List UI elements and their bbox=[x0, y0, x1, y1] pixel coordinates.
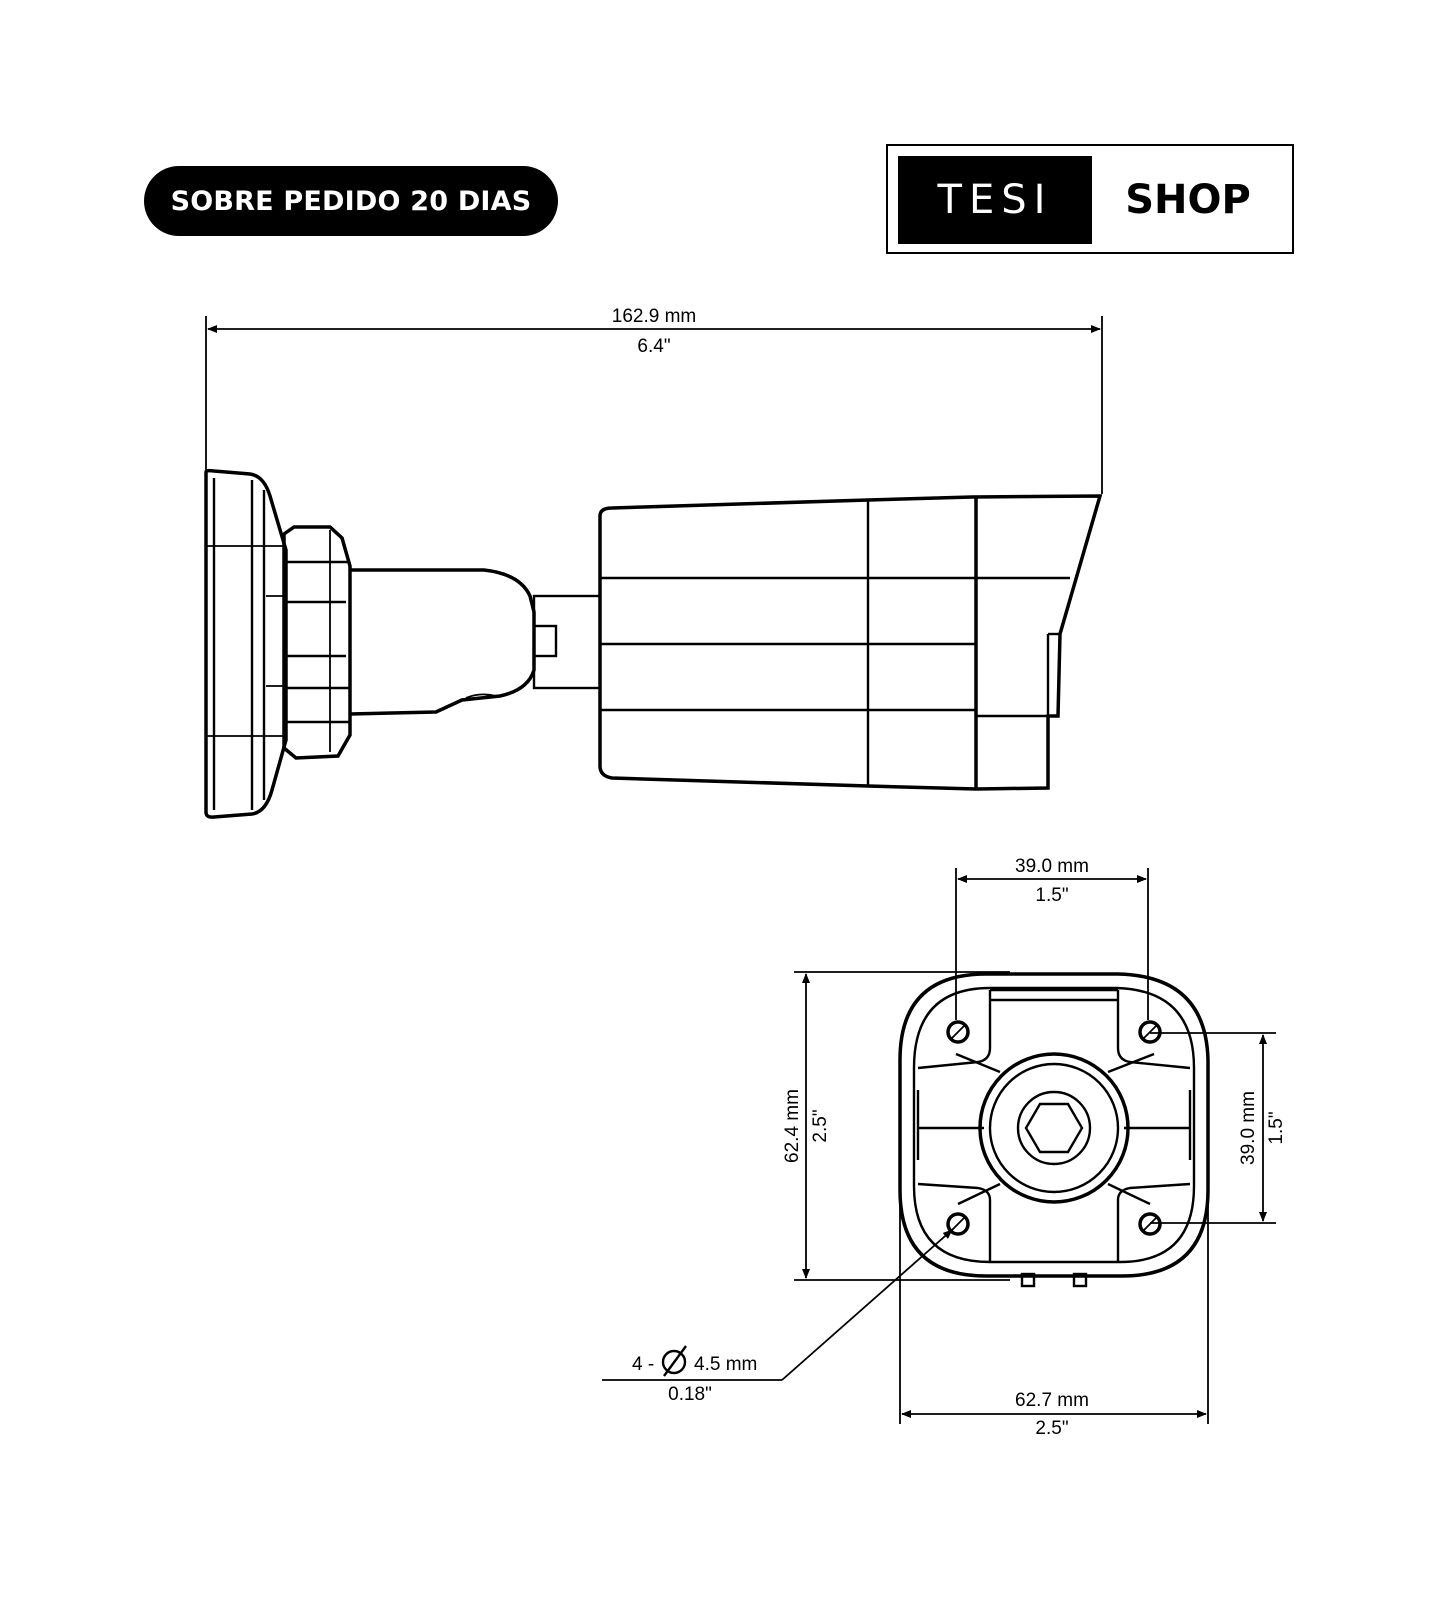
logo-right-block: SHOP bbox=[1092, 156, 1284, 244]
order-lead-time-badge: SOBRE PEDIDO 20 DIAS bbox=[144, 166, 558, 236]
length-mm-label: 162.9 mm bbox=[612, 306, 696, 327]
camera-housing bbox=[598, 494, 1103, 791]
side-spacing-mm-label: 39.0 mm bbox=[1238, 1091, 1259, 1165]
width-mm-label: 62.7 mm bbox=[1015, 1390, 1089, 1411]
length-in-label: 6.4" bbox=[637, 336, 670, 357]
mount-arm bbox=[349, 568, 536, 716]
height-dimension: 62.4 mm 2.5" bbox=[782, 971, 1010, 1281]
top-spacing-in-label: 1.5" bbox=[1035, 885, 1068, 906]
height-mm-label: 62.4 mm bbox=[782, 1089, 803, 1163]
top-spacing-mm-label: 39.0 mm bbox=[1015, 856, 1089, 877]
height-in-label: 2.5" bbox=[810, 1109, 831, 1142]
hole-diameter-in-label: 0.18" bbox=[668, 1384, 712, 1405]
front-view: 39.0 mm 1.5" 62.4 mm 2.5" 39.0 mm 1.5" 6… bbox=[602, 856, 1287, 1439]
diameter-icon bbox=[661, 1345, 687, 1377]
top-hole-spacing-dimension: 39.0 mm 1.5" bbox=[955, 856, 1149, 1020]
mount-joint bbox=[532, 594, 602, 690]
side-hole-spacing-dimension: 39.0 mm 1.5" bbox=[1150, 1032, 1287, 1224]
logo-left-block: TESI bbox=[898, 156, 1092, 244]
logo-right-text: SHOP bbox=[1125, 177, 1251, 223]
mounting-holes bbox=[946, 1020, 1162, 1236]
hole-diameter-callout: 4 - 4.5 mm 0.18" bbox=[602, 1229, 953, 1405]
side-spacing-in-label: 1.5" bbox=[1266, 1111, 1287, 1144]
width-dimension: 62.7 mm 2.5" bbox=[899, 1182, 1209, 1439]
hole-diameter-mm-label: 4.5 mm bbox=[694, 1354, 757, 1375]
hole-count-label: 4 - bbox=[632, 1354, 654, 1375]
length-dimension: 162.9 mm 6.4" bbox=[205, 306, 1103, 494]
mount-base-plate bbox=[204, 468, 288, 819]
shop-logo: TESI SHOP bbox=[886, 144, 1294, 254]
side-view: 162.9 mm 6.4" bbox=[204, 306, 1103, 819]
badge-text: SOBRE PEDIDO 20 DIAS bbox=[170, 185, 532, 217]
mount-lock-ring bbox=[282, 525, 352, 760]
width-in-label: 2.5" bbox=[1035, 1418, 1068, 1439]
mount-plate-front bbox=[898, 972, 1210, 1288]
logo-left-text: TESI bbox=[937, 177, 1053, 223]
